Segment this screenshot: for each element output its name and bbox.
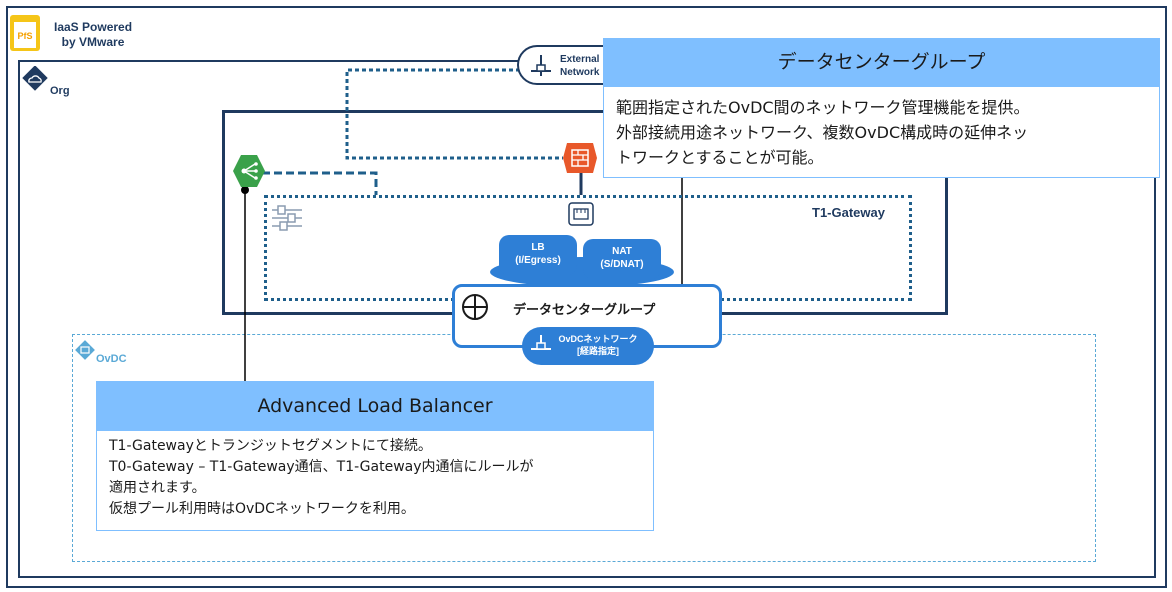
dc-callout-line-1: 範囲指定されたOvDC間のネットワーク管理機能を提供。	[616, 98, 1030, 117]
alb-callout-line-4: 仮想プール利用時はOvDCネットワークを利用。	[109, 501, 415, 517]
alb-callout-body: T1-Gatewayとトランジットセグメントにて接続。 T0-Gateway –…	[96, 431, 654, 531]
network-icon	[528, 332, 554, 358]
lb-line-2: (I/Egress)	[515, 255, 561, 266]
ovdc-network-line-1: OvDCネットワーク	[558, 334, 638, 344]
svg-text:PfS: PfS	[17, 31, 32, 41]
firewall-icon	[563, 143, 597, 173]
alb-pointer-dot	[241, 186, 249, 194]
brand-line-2: by VMware	[61, 35, 125, 49]
external-line-1: External	[560, 54, 600, 65]
alb-callout-line-2: T0-Gateway – T1-Gateway通信、T1-Gateway内通信に…	[109, 459, 534, 475]
lb-line-1: LB	[531, 242, 545, 253]
external-network-label: External Network	[560, 53, 599, 79]
ovdc-network-line-2: [経路指定]	[577, 346, 619, 356]
router-icon	[567, 201, 595, 227]
nat-service: NAT (S/DNAT)	[583, 239, 661, 279]
pfs-logo-icon: PfS	[9, 14, 41, 52]
nat-line-2: (S/DNAT)	[600, 259, 644, 270]
nat-line-1: NAT	[612, 246, 632, 257]
outer-frame	[6, 6, 1167, 588]
external-dotted-link	[345, 68, 563, 160]
external-network-icon	[527, 51, 555, 79]
datacenter-group-label: データセンターグループ	[513, 302, 656, 317]
alb-dashed-link	[262, 171, 378, 195]
org-cloud-icon	[20, 65, 50, 96]
dc-callout-line-2: 外部接続用途ネットワーク、複数OvDC構成時の延伸ネッ	[616, 123, 1029, 142]
ovdc-label: OvDC	[96, 353, 127, 365]
dc-callout-line-3: トワークとすることが可能。	[616, 148, 824, 167]
alb-icon	[232, 154, 266, 188]
external-line-2: Network	[560, 67, 600, 78]
crosshair-icon	[460, 292, 490, 322]
datacenter-group-callout-title: データセンターグループ	[603, 38, 1160, 87]
rules-icon	[270, 204, 304, 232]
alb-callout-line-3: 適用されます。	[109, 480, 206, 496]
datacenter-group-callout-body: 範囲指定されたOvDC間のネットワーク管理機能を提供。 外部接続用途ネットワーク…	[603, 87, 1160, 178]
alb-callout-title: Advanced Load Balancer	[96, 381, 654, 431]
org-label: Org	[50, 85, 70, 97]
alb-callout-line-1: T1-Gatewayとトランジットセグメントにて接続。	[109, 438, 432, 454]
lb-service: LB (I/Egress)	[499, 235, 577, 275]
brand-line-1: IaaS Powered	[54, 20, 133, 34]
ovdc-icon	[74, 339, 96, 361]
t1-gateway-label: T1-Gateway	[812, 205, 885, 220]
brand-title: IaaS Powered by VMware	[54, 20, 132, 50]
